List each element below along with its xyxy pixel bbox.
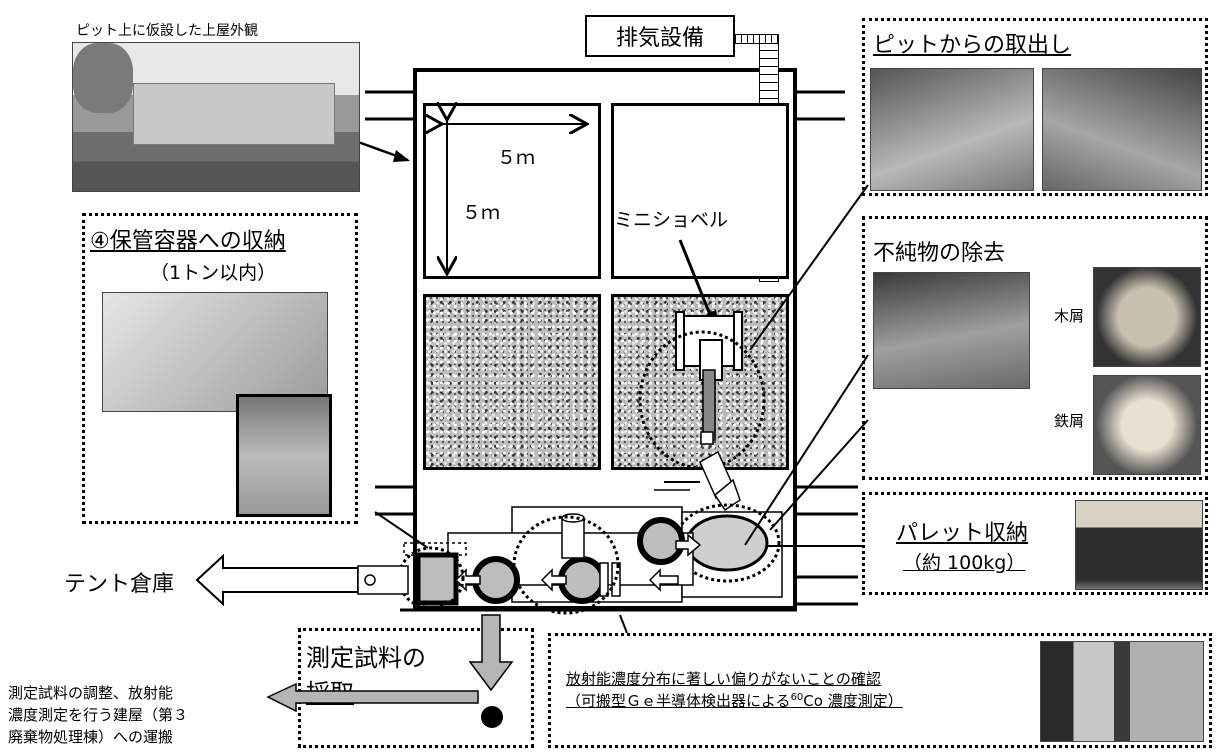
building-outline bbox=[413, 68, 797, 610]
impurity-title: 不純物の除去 bbox=[873, 241, 1006, 266]
pallet-title: パレット収納 bbox=[896, 521, 1029, 546]
pit-extraction-title: ピットからの取出し bbox=[873, 33, 1072, 58]
exhaust-label: 排気設備 bbox=[615, 26, 704, 51]
transport-text-line2: 濃度測定を行う建屋（第３ bbox=[8, 706, 189, 724]
pit-extraction-photo-1 bbox=[870, 68, 1034, 191]
transport-text-line3: 廃棄物処理棟）への運搬 bbox=[8, 728, 174, 746]
storage-title: ④保管容器への収納 bbox=[90, 229, 286, 254]
impurity-workers-photo bbox=[873, 272, 1030, 389]
storage-bag-photo bbox=[102, 292, 328, 412]
confirmation-line2-sup: 60 bbox=[790, 692, 804, 703]
sampling-title-line1: 測定試料の bbox=[306, 644, 426, 672]
pallet-photo bbox=[1075, 500, 1203, 590]
iron-scraps-photo bbox=[1093, 375, 1201, 475]
confirmation-line2-post: Co 濃度測定） bbox=[803, 692, 903, 710]
wood-scraps-photo bbox=[1093, 267, 1201, 367]
sampling-panel bbox=[298, 628, 534, 748]
transport-text-line1: 測定試料の調整、放射能 bbox=[8, 684, 174, 702]
pit-extraction-photo-2 bbox=[1042, 68, 1202, 191]
dimension-horizontal: ５ｍ bbox=[497, 147, 536, 169]
confirmation-line2-pre: （可搬型Ｇｅ半導体検出器による bbox=[566, 692, 791, 710]
confirmation-panel bbox=[548, 633, 1212, 748]
dimension-vertical: ５ｍ bbox=[462, 202, 501, 224]
mini-shovel-label: ミニショベル bbox=[614, 205, 729, 232]
pit-extraction-panel bbox=[862, 18, 1208, 196]
confirmation-line2: （可搬型Ｇｅ半導体検出器による60Co 濃度測定） bbox=[566, 690, 903, 711]
pit-cell-top-right bbox=[611, 103, 789, 279]
storage-subtitle: （1トン以内） bbox=[150, 262, 277, 284]
temporary-building-photo bbox=[72, 42, 360, 192]
iron-label: 鉄屑 bbox=[1054, 412, 1085, 430]
pallet-panel bbox=[862, 492, 1208, 595]
detector-photo bbox=[1040, 641, 1204, 742]
top-left-caption: ピット上に仮設した上屋外観 bbox=[76, 23, 258, 39]
impurity-panel bbox=[862, 216, 1208, 480]
exhaust-duct-top bbox=[735, 34, 779, 44]
exhaust-label-box: 排気設備 bbox=[585, 15, 735, 57]
wood-label: 木屑 bbox=[1054, 307, 1085, 325]
pit-cell-bottom-left bbox=[423, 294, 601, 470]
confirmation-line1: 放射能濃度分布に著しい偏りがないことの確認 bbox=[566, 670, 881, 688]
storage-panel bbox=[82, 213, 358, 524]
pallet-subtitle: （約 100kg） bbox=[903, 552, 1026, 574]
tent-label: テント倉庫 bbox=[64, 572, 175, 597]
storage-bag-photo-2 bbox=[236, 394, 332, 517]
